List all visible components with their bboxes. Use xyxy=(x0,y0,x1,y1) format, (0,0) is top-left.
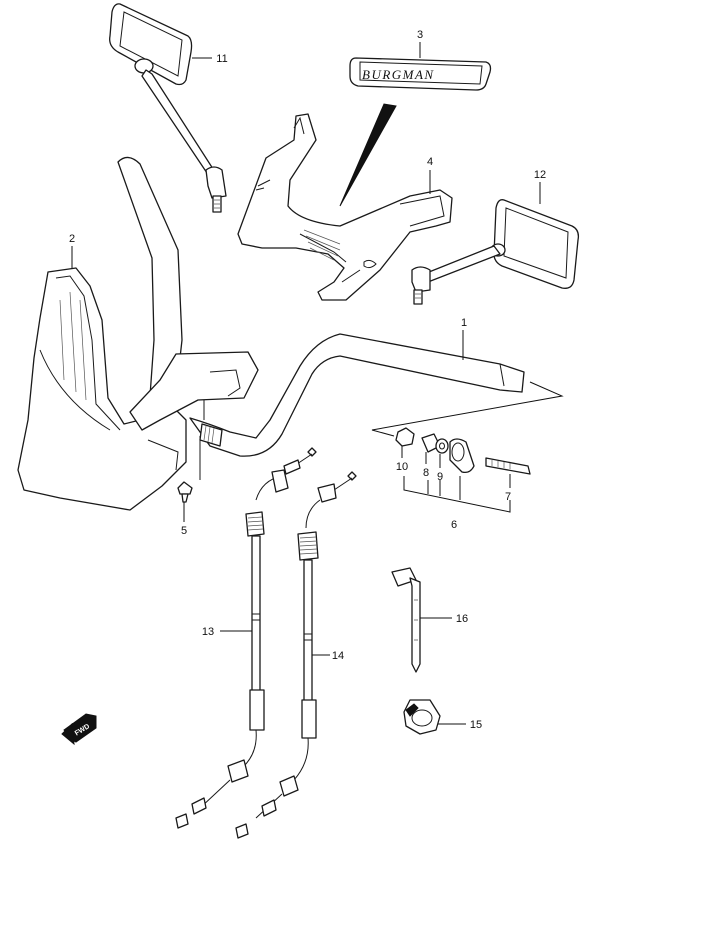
emblem-pointer xyxy=(339,103,397,207)
callout-7: 7 xyxy=(505,491,511,503)
callout-10: 10 xyxy=(396,461,408,473)
part-4-handlebar-cover[interactable] xyxy=(237,113,453,301)
callout-16: 16 xyxy=(456,613,468,625)
callout-12: 12 xyxy=(534,169,546,181)
callout-2: 2 xyxy=(69,233,75,245)
badge-lettering: BURGMAN xyxy=(362,67,435,82)
part-1-handlebar[interactable] xyxy=(117,156,525,480)
callout-labels: 1 2 3 4 5 6 7 8 9 10 11 12 13 14 15 16 xyxy=(69,29,546,731)
part-2-lower-cover[interactable] xyxy=(17,267,187,511)
part-5-clip[interactable] xyxy=(177,481,193,503)
callout-9: 9 xyxy=(437,471,443,483)
section-cut-line xyxy=(371,381,564,437)
leader-lines xyxy=(71,42,541,725)
bracket-6 xyxy=(403,476,511,513)
part-12-right-mirror[interactable] xyxy=(411,199,580,305)
callout-13: 13 xyxy=(202,626,214,638)
part-9-washer[interactable] xyxy=(435,438,449,454)
callout-14: 14 xyxy=(332,650,344,662)
part-14-throttle-cable[interactable] xyxy=(235,471,357,839)
callout-11: 11 xyxy=(216,53,227,65)
part-15-clamp[interactable] xyxy=(403,699,441,735)
part-10-nut[interactable] xyxy=(395,427,415,447)
part-6-balancer[interactable] xyxy=(449,438,475,474)
fwd-arrow-icon: FWD xyxy=(61,713,97,746)
part-13-throttle-cable[interactable] xyxy=(175,447,317,829)
callout-1: 1 xyxy=(461,317,467,329)
callout-4: 4 xyxy=(427,156,433,168)
callout-8: 8 xyxy=(423,467,429,479)
part-3-emblem[interactable]: BURGMAN xyxy=(349,57,492,91)
bracket-6-ticks xyxy=(427,476,461,500)
part-16-cable-tie[interactable] xyxy=(391,567,421,673)
part-7-screw[interactable] xyxy=(485,457,531,475)
part-11-left-mirror[interactable] xyxy=(109,3,227,213)
callout-15: 15 xyxy=(470,719,482,731)
callout-3: 3 xyxy=(417,29,423,41)
callout-5: 5 xyxy=(181,525,187,537)
callout-6: 6 xyxy=(451,519,457,531)
